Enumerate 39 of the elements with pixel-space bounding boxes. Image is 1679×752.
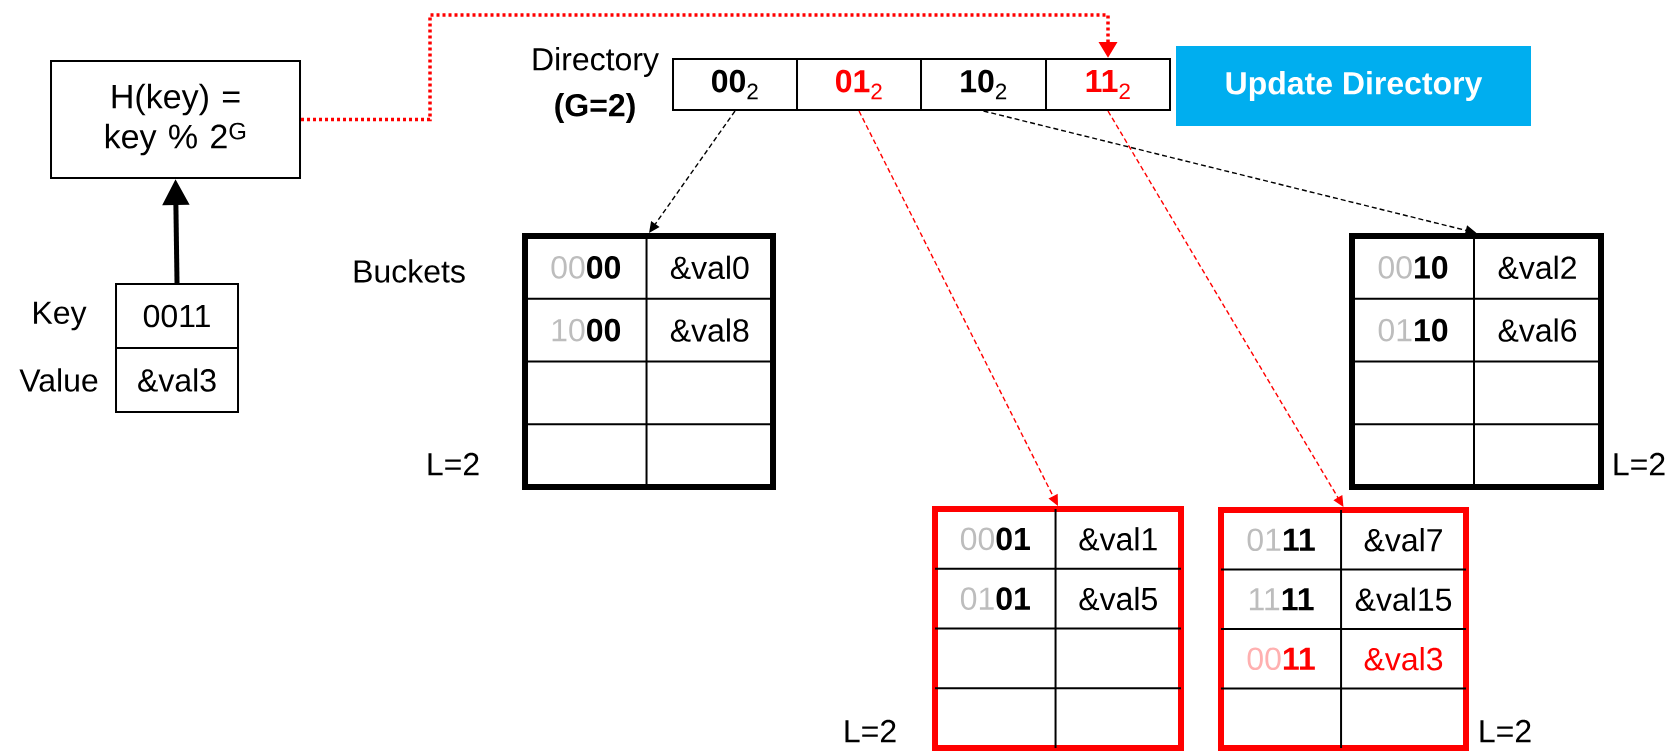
hash-function-box: H(key) = key % 2$^{G}$ xyxy=(50,60,301,179)
hash-bits: 0010 xyxy=(1378,256,1448,279)
hash-bits: 0111 xyxy=(1247,528,1315,552)
value-pointer: &val8 xyxy=(670,318,749,342)
local-depth-label: L=2 xyxy=(428,452,479,476)
hash-bits: 0000 xyxy=(551,256,621,279)
directory-cell: 10$_{2}$ xyxy=(920,58,1047,111)
field-label: Key xyxy=(34,301,87,331)
hash-bits: 0011 xyxy=(1247,647,1315,671)
directory-cell: 11$_{2}$ xyxy=(1045,58,1171,111)
local-depth-label: L=2 xyxy=(1480,719,1531,743)
value-pointer: &val1 xyxy=(1079,527,1157,551)
directory-cell: 00$_{2}$ xyxy=(672,58,798,111)
dashed-arrow xyxy=(858,110,1058,506)
field-label: Value xyxy=(19,368,98,392)
dashed-arrow xyxy=(1107,110,1344,507)
dashed-arrow xyxy=(649,110,736,233)
hash-bits: 0101 xyxy=(960,587,1030,610)
value-pointer: &val6 xyxy=(1498,318,1577,342)
value-pointer: &val3 xyxy=(1364,647,1443,671)
record-field: &val3 xyxy=(138,368,216,392)
hash-bits: 0110 xyxy=(1378,318,1448,342)
record-field: 0011 xyxy=(143,304,210,328)
value-pointer: &val7 xyxy=(1364,528,1442,552)
value-pointer: &val0 xyxy=(670,255,749,280)
hash-bits: 1111 xyxy=(1249,588,1314,611)
local-depth-label: L=2 xyxy=(1614,452,1665,476)
value-pointer: &val2 xyxy=(1498,255,1576,280)
directory-cell: 01$_{2}$ xyxy=(796,58,922,111)
local-depth-label: L=2 xyxy=(845,719,896,743)
hash-bits: 1000 xyxy=(552,318,621,342)
value-pointer: &val5 xyxy=(1079,586,1157,611)
buckets-label: Buckets xyxy=(354,259,465,283)
update-directory-banner: Update Directory xyxy=(1176,46,1531,126)
directory-label: Directory xyxy=(533,47,659,77)
directory-label: (G=2) xyxy=(555,93,635,123)
value-pointer: &val15 xyxy=(1355,587,1452,611)
hash-bits: 0001 xyxy=(960,527,1030,551)
dotted-arrow xyxy=(301,13,1118,122)
